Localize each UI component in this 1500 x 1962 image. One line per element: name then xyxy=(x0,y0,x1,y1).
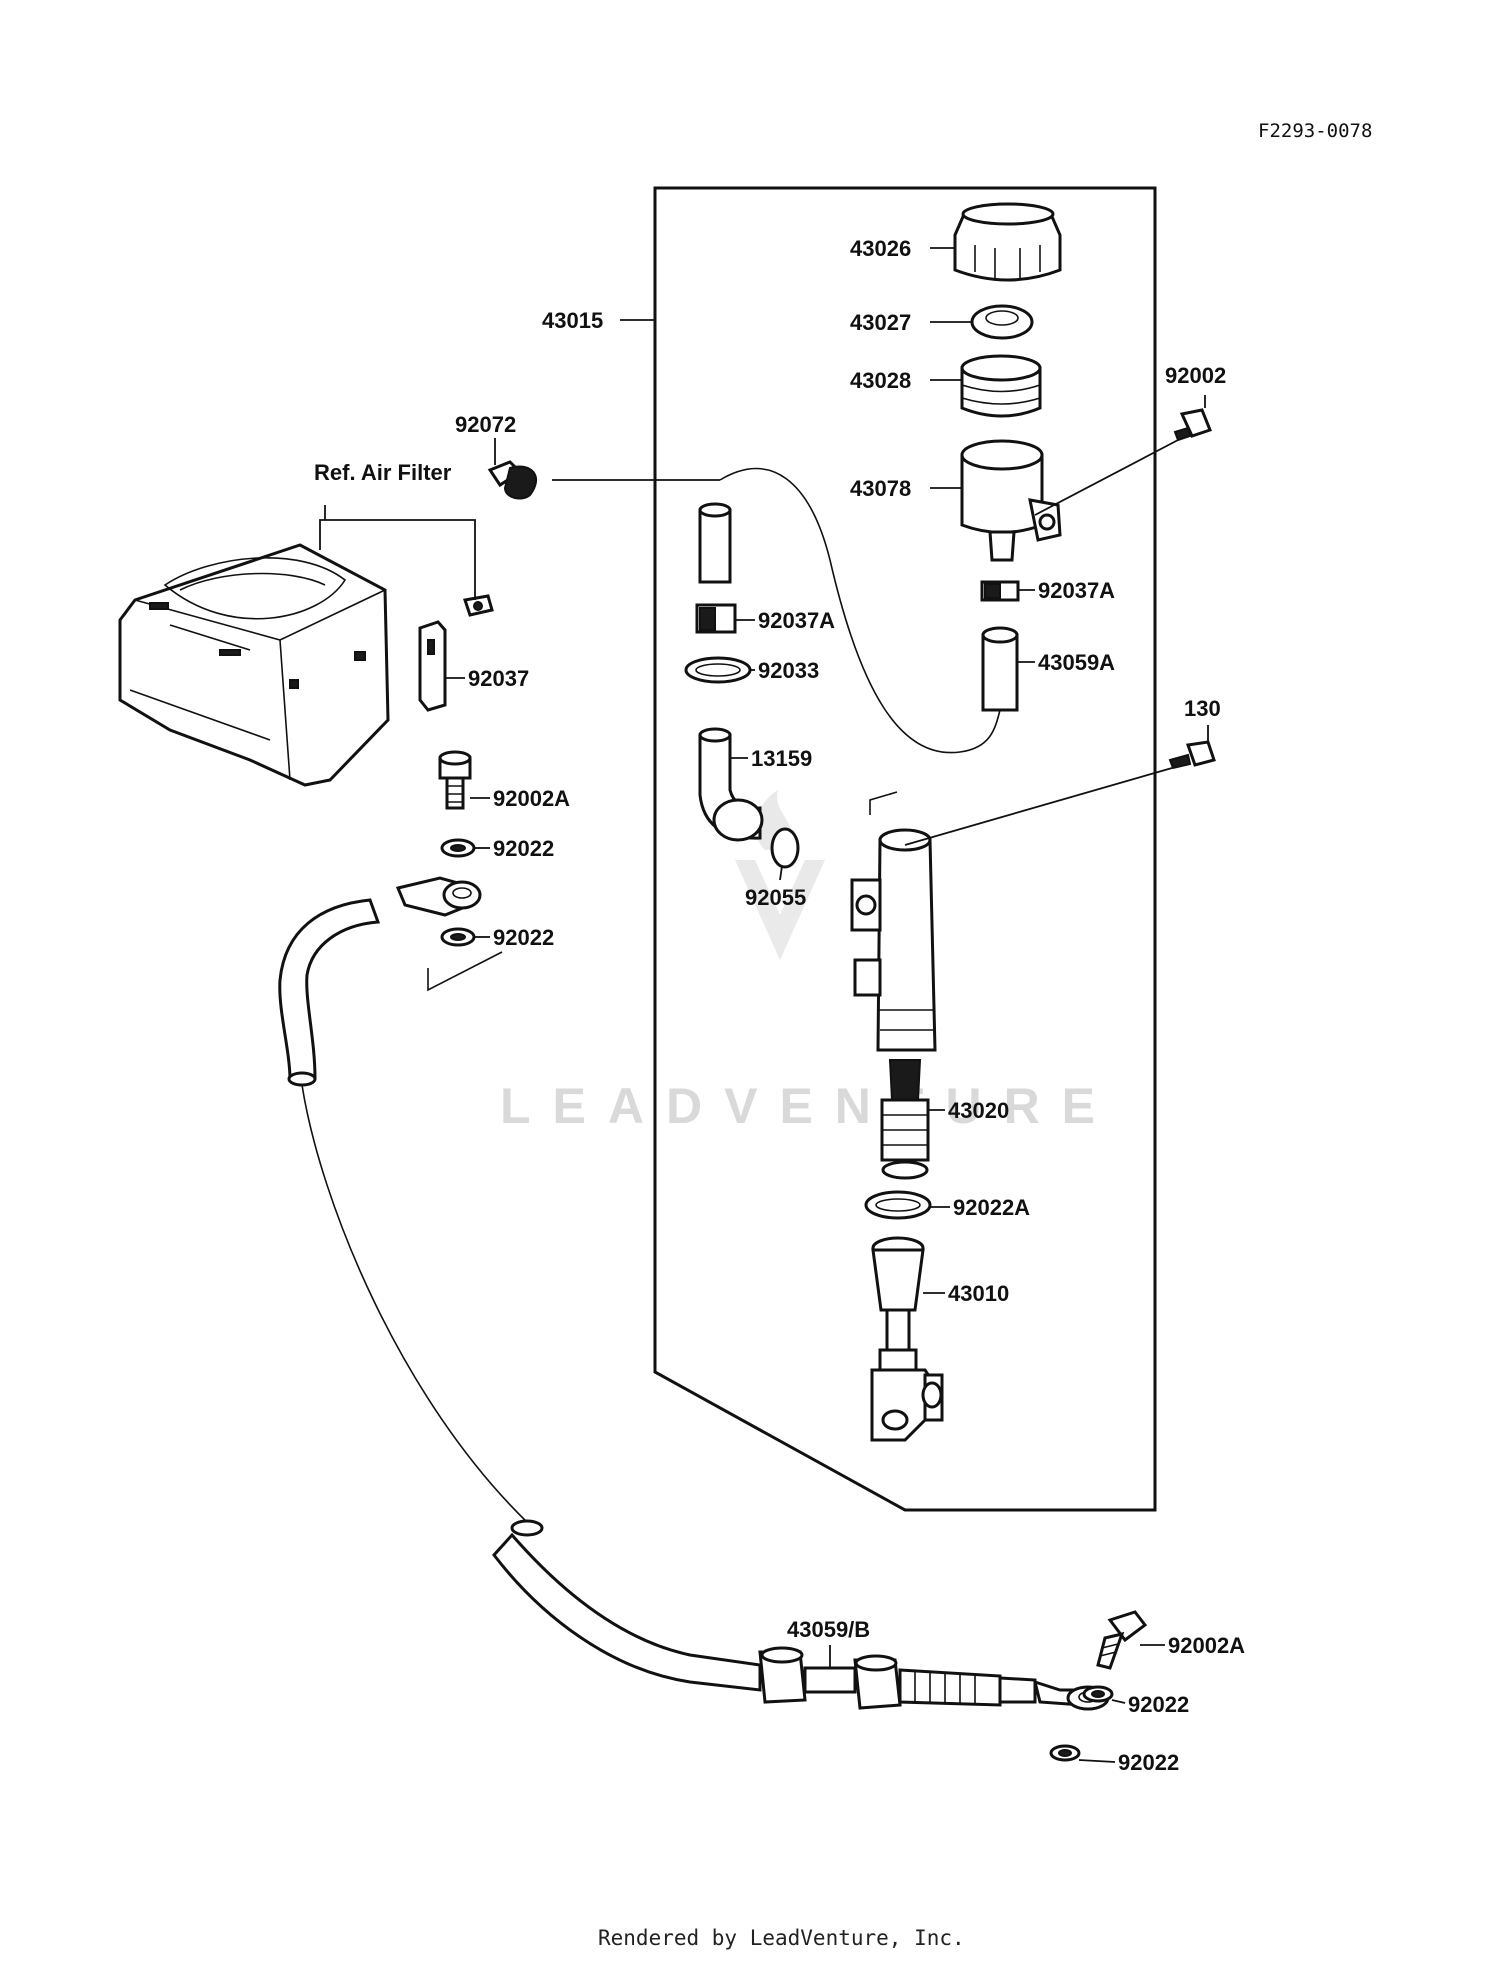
brake-hose-line xyxy=(301,1084,531,1526)
reservoir-cap-43026 xyxy=(953,202,1062,282)
bolt-92002 xyxy=(1173,408,1212,442)
ref-line-left xyxy=(427,951,503,992)
callout-43010: 43010 xyxy=(948,1281,1009,1306)
diaphragm-plate-43027 xyxy=(970,304,1034,340)
hose-fitting-43059B xyxy=(758,1646,1110,1711)
callout-43028: 43028 xyxy=(850,368,911,393)
callout-92033: 92033 xyxy=(758,658,819,683)
elbow-fitting-13159 xyxy=(698,727,764,842)
watermark: LEADVENTURE xyxy=(500,790,1117,1134)
washer-92022-b xyxy=(440,927,476,947)
master-cylinder-body xyxy=(850,791,937,1052)
banjo-bolt-92002A-top xyxy=(438,750,472,810)
bracket-92037 xyxy=(418,620,447,712)
callout-92002A-bottom: 92002A xyxy=(1168,1633,1245,1658)
footer-credit: Rendered by LeadVenture, Inc. xyxy=(598,1926,965,1950)
clamp-92072 xyxy=(487,460,537,500)
callout-92022A: 92022A xyxy=(953,1195,1030,1220)
brake-hose-top xyxy=(278,898,381,1082)
hose-end-bottom xyxy=(510,1519,544,1537)
callout-43015: 43015 xyxy=(542,308,603,333)
callout-130: 130 xyxy=(1184,696,1221,721)
callout-43020: 43020 xyxy=(948,1098,1009,1123)
callout-43027: 43027 xyxy=(850,310,911,335)
hose-left xyxy=(698,502,732,584)
callout-92022-c: 92022 xyxy=(1128,1692,1189,1717)
callout-92022-b: 92022 xyxy=(493,925,554,950)
brake-hose-bottom xyxy=(492,1532,762,1692)
hose-43059A xyxy=(981,626,1019,712)
diaphragm-43028 xyxy=(960,354,1042,418)
air-filter-box xyxy=(118,543,390,787)
leader-lines xyxy=(319,247,1209,1763)
circlip-92033 xyxy=(684,656,752,684)
callout-92072: 92072 xyxy=(455,412,516,437)
banjo-fitting-top xyxy=(395,876,482,917)
callout-43026: 43026 xyxy=(850,236,911,261)
assembly-frame xyxy=(653,186,1157,1512)
hose-clip-92037A-right xyxy=(980,580,1020,602)
washer-92022-c xyxy=(1082,1685,1114,1703)
washer-92022-d xyxy=(1049,1744,1081,1762)
spring-43020 xyxy=(880,1059,930,1180)
callout-92037: 92037 xyxy=(468,666,529,691)
o-ring-92055 xyxy=(770,827,800,869)
banjo-bolt-92002A-bottom xyxy=(1096,1610,1148,1670)
screw-small xyxy=(463,594,494,617)
callout-92022-d: 92022 xyxy=(1118,1750,1179,1775)
callout-92055: 92055 xyxy=(745,885,806,910)
callout-92022-a: 92022 xyxy=(493,836,554,861)
callout-92037A-right: 92037A xyxy=(1038,578,1115,603)
reservoir-43078 xyxy=(960,439,1062,562)
callout-43059B: 43059/B xyxy=(787,1617,870,1642)
snap-ring-92022A xyxy=(864,1190,932,1220)
callout-43059A: 43059A xyxy=(1038,650,1115,675)
piston-pushrod-43010 xyxy=(870,1236,944,1442)
callout-43078: 43078 xyxy=(850,476,911,501)
callout-92037A-left: 92037A xyxy=(758,608,835,633)
callout-92002: 92002 xyxy=(1165,363,1226,388)
reservoir-hose-line xyxy=(719,467,1001,754)
hose-clip-92037A-left xyxy=(695,603,737,634)
callout-92002A-top: 92002A xyxy=(493,786,570,811)
washer-92022-a xyxy=(440,838,476,858)
watermark-text: LEADVENTURE xyxy=(500,1078,1117,1134)
bolt-130 xyxy=(1168,740,1216,770)
diagram-code: F2293-0078 xyxy=(1258,120,1372,142)
callout-13159: 13159 xyxy=(751,746,812,771)
ref-air-filter-label: Ref. Air Filter xyxy=(314,460,452,485)
hose-end-top xyxy=(287,1071,317,1087)
